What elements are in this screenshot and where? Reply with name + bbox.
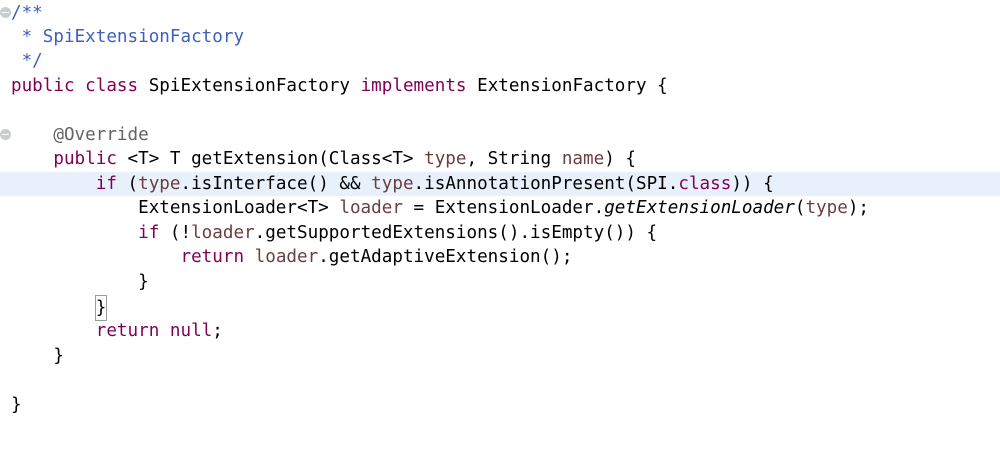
param-type: type	[424, 149, 467, 169]
code-decl: ExtensionLoader<T>	[138, 198, 340, 218]
keyword-return: return	[95, 321, 160, 341]
code-assign: = ExtensionLoader.	[402, 198, 605, 218]
closing-brace: }	[138, 272, 149, 292]
code-line-16[interactable]	[0, 368, 1000, 392]
code-punct: (	[116, 174, 139, 194]
code-punct: )) {	[731, 174, 774, 194]
javadoc-open: /**	[11, 3, 43, 23]
keyword-return: return	[180, 247, 245, 267]
code-line-14[interactable]: return null;	[0, 319, 1000, 343]
code-punct: .	[667, 174, 679, 194]
spi-reference: SPI	[636, 174, 668, 194]
code-line-5[interactable]	[0, 98, 1000, 122]
code-call: .isAnnotationPresent(	[413, 174, 636, 194]
method-signature: <T> T getExtension(Class<T>	[127, 149, 425, 169]
code-line-11[interactable]: return loader.getAdaptiveExtension();	[0, 245, 1000, 269]
local-var-loader: loader	[254, 247, 319, 267]
keyword-public: public	[53, 149, 117, 169]
code-line-9[interactable]: ExtensionLoader<T> loader = ExtensionLoa…	[0, 196, 1000, 220]
fold-ruler	[0, 0, 10, 419]
code-line-12[interactable]: }	[0, 270, 1000, 294]
fold-collapse-icon[interactable]	[0, 7, 11, 18]
method-signature-mid: , String	[466, 149, 562, 169]
code-line-13[interactable]: }	[0, 295, 1000, 321]
param-type: type	[138, 174, 181, 194]
keyword-if: if	[95, 174, 117, 194]
code-space	[244, 247, 255, 267]
javadoc-close: */	[11, 51, 43, 71]
param-type: type	[805, 198, 848, 218]
code-line-1[interactable]: /**	[0, 1, 1000, 25]
code-line-4[interactable]: public class SpiExtensionFactory impleme…	[0, 74, 1000, 98]
closing-brace: }	[11, 395, 22, 415]
code-line-10[interactable]: if (!loader.getSupportedExtensions().isE…	[0, 221, 1000, 245]
class-name: SpiExtensionFactory	[148, 76, 350, 96]
interface-name: ExtensionFactory {	[477, 76, 668, 96]
fold-collapse-icon[interactable]	[0, 129, 11, 140]
code-line-8-current[interactable]: if (type.isInterface() && type.isAnnotat…	[0, 172, 1000, 196]
matching-bracket-highlight: }	[94, 295, 108, 321]
code-call: .getAdaptiveExtension();	[318, 247, 573, 267]
code-punct: (!	[159, 223, 192, 243]
code-line-2[interactable]: * SpiExtensionFactory	[0, 25, 1000, 49]
keyword-if: if	[138, 223, 160, 243]
keyword-null: null	[169, 321, 213, 341]
method-signature-end: ) {	[604, 149, 636, 169]
param-type: type	[371, 174, 414, 194]
code-space	[159, 321, 170, 341]
code-editor[interactable]: /** * SpiExtensionFactory */ public clas…	[0, 0, 1000, 419]
param-name: name	[561, 149, 605, 169]
code-line-6[interactable]: @Override	[0, 123, 1000, 147]
javadoc-text: * SpiExtensionFactory	[11, 27, 245, 47]
code-line-3[interactable]: */	[0, 49, 1000, 73]
keyword-class: class	[85, 76, 139, 96]
keyword-implements: implements	[360, 76, 467, 96]
code-punct: );	[847, 198, 870, 218]
code-punct: (	[794, 198, 806, 218]
code-line-15[interactable]: }	[0, 344, 1000, 368]
code-line-17[interactable]: }	[0, 393, 1000, 417]
local-var-loader: loader	[339, 198, 403, 218]
local-var-loader: loader	[191, 223, 255, 243]
closing-brace: }	[53, 346, 64, 366]
code-call: .getSupportedExtensions().isEmpty()) {	[254, 223, 658, 243]
code-call: .isInterface() &&	[180, 174, 372, 194]
keyword-class: class	[678, 174, 732, 194]
static-method-call: getExtensionLoader	[604, 198, 795, 218]
annotation-override: @Override	[53, 125, 149, 145]
code-line-7[interactable]: public <T> T getExtension(Class<T> type,…	[0, 147, 1000, 171]
code-punct: ;	[212, 321, 223, 341]
keyword-public: public	[11, 76, 75, 96]
